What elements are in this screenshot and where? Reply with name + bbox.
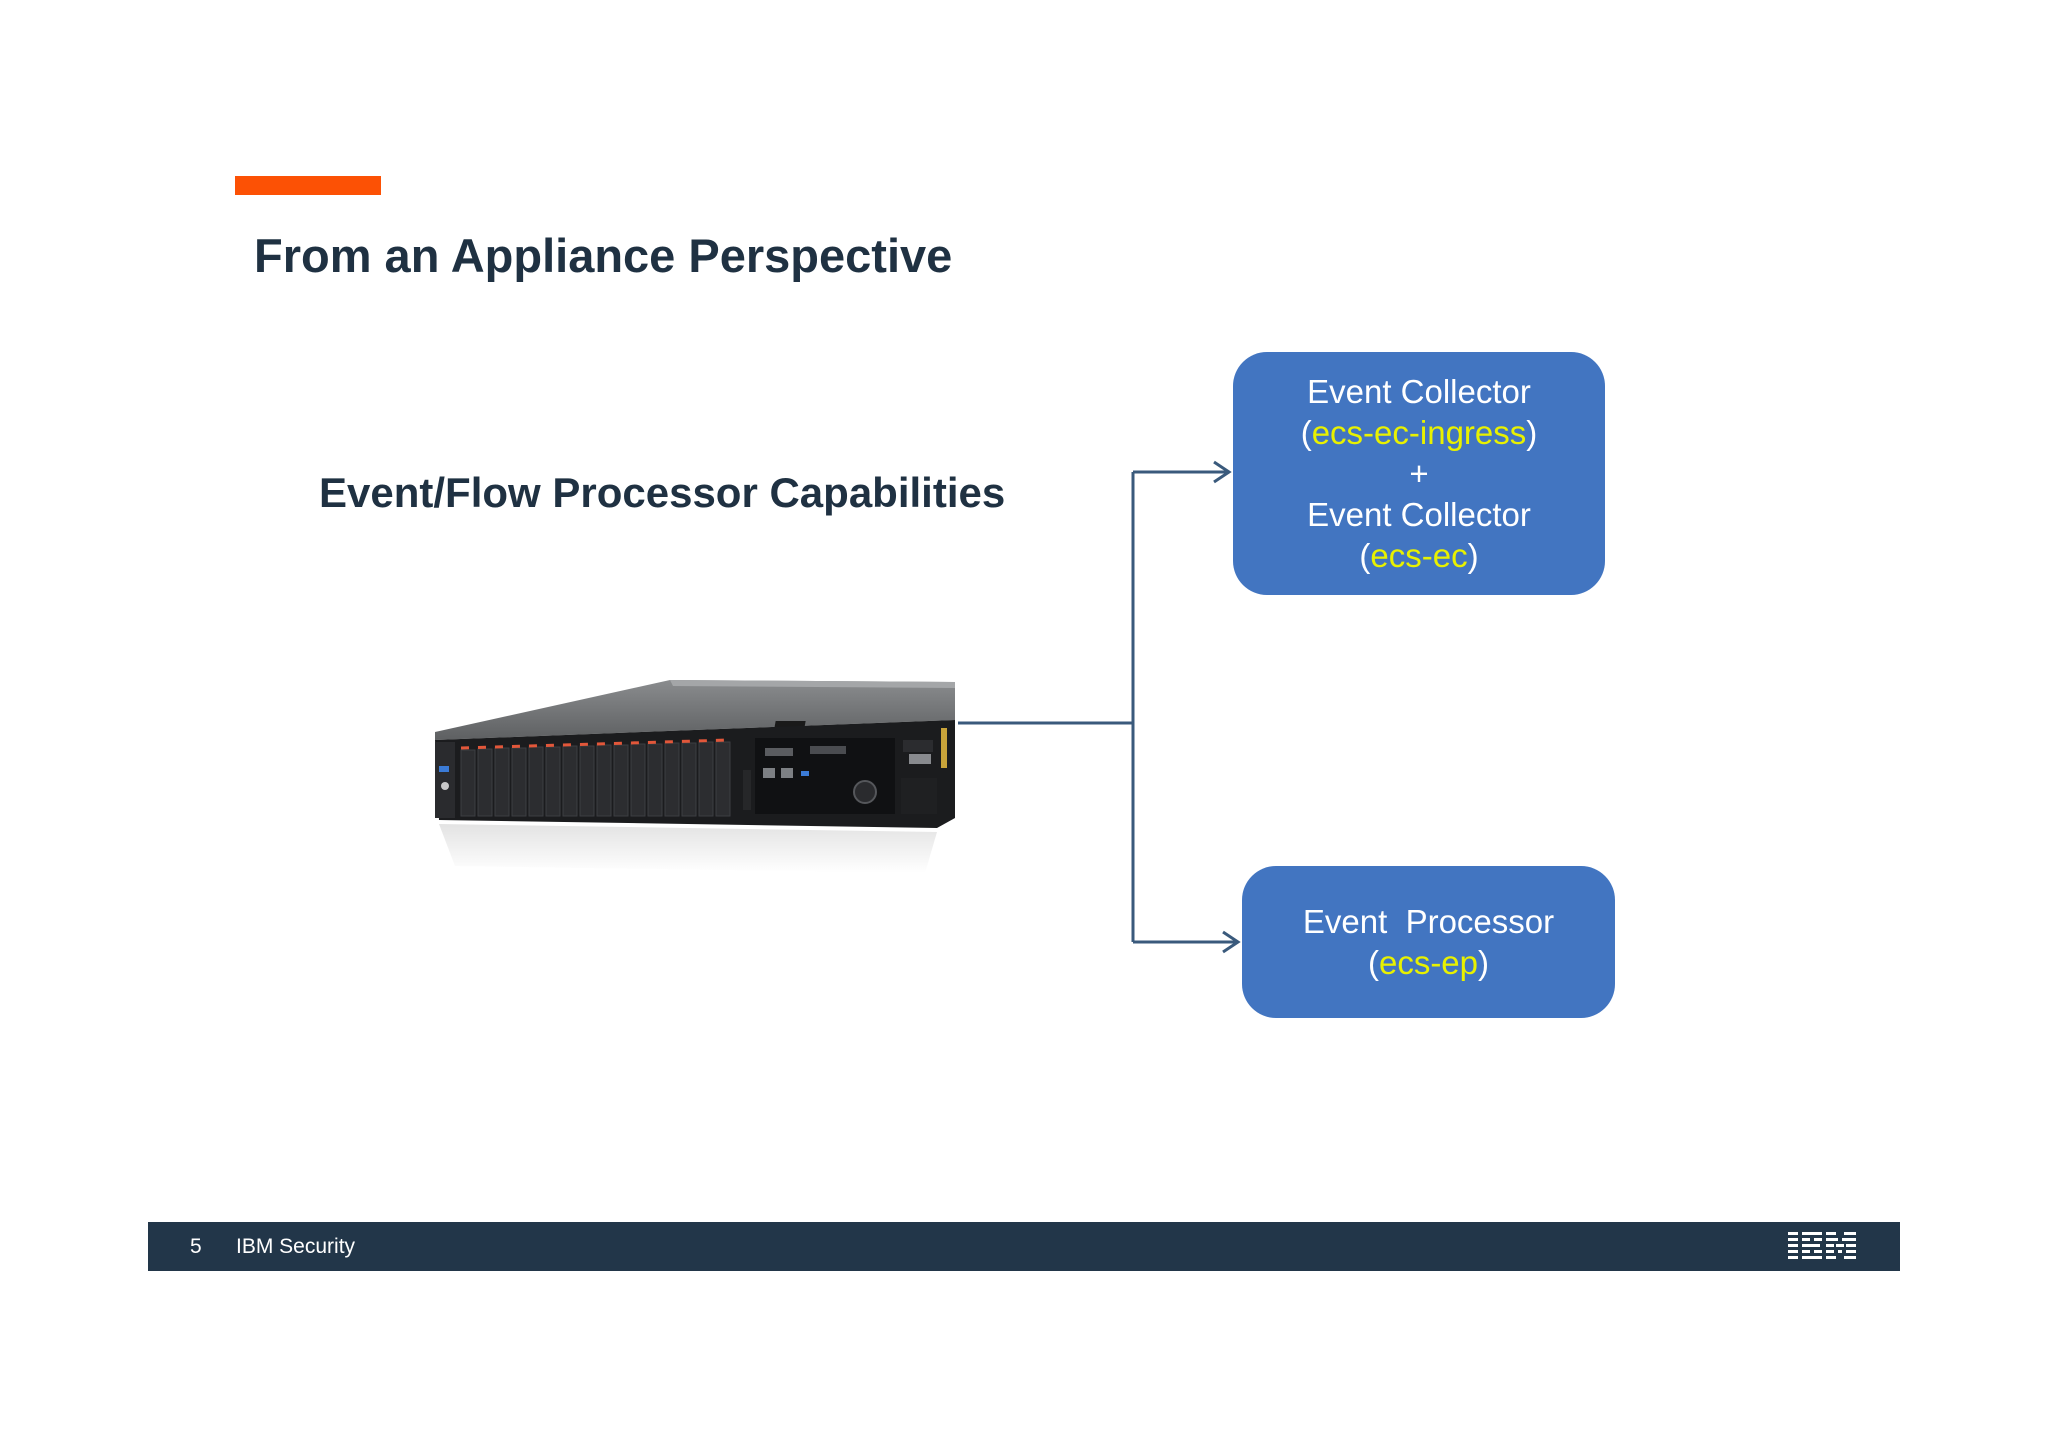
collector-line-2: (ecs-ec-ingress)	[1300, 414, 1538, 451]
page-title: From an Appliance Perspective	[254, 229, 953, 282]
ecs-ec-ingress-label: ecs-ec-ingress	[1311, 414, 1527, 451]
arrow-head-collector	[1213, 460, 1232, 484]
footer-brand: IBM Security	[236, 1235, 356, 1258]
accent-bar	[235, 176, 381, 195]
rack-server-image	[435, 680, 955, 873]
footer-bar: 5 IBM Security	[148, 1222, 1900, 1271]
diagram-subtitle: Event/Flow Processor Capabilities	[319, 469, 1006, 516]
page-number: 5	[190, 1235, 202, 1258]
arrow-head-processor	[1222, 930, 1241, 954]
event-processor-box: Event Processor (ecs-ep)	[1242, 866, 1615, 1018]
ecs-ec-label: ecs-ec	[1370, 537, 1468, 574]
collector-plus: +	[1409, 455, 1429, 492]
processor-line-2: (ecs-ep)	[1367, 944, 1490, 981]
ibm-logo-icon	[1788, 1232, 1856, 1259]
collector-line-4: (ecs-ec)	[1359, 537, 1479, 574]
ecs-ep-label: ecs-ep	[1378, 944, 1479, 981]
event-collector-box: Event Collector (ecs-ec-ingress) + Event…	[1233, 352, 1605, 595]
processor-line-1: Event Processor	[1302, 903, 1555, 940]
collector-line-3: Event Collector	[1307, 496, 1531, 533]
collector-line-1: Event Collector	[1307, 373, 1531, 410]
